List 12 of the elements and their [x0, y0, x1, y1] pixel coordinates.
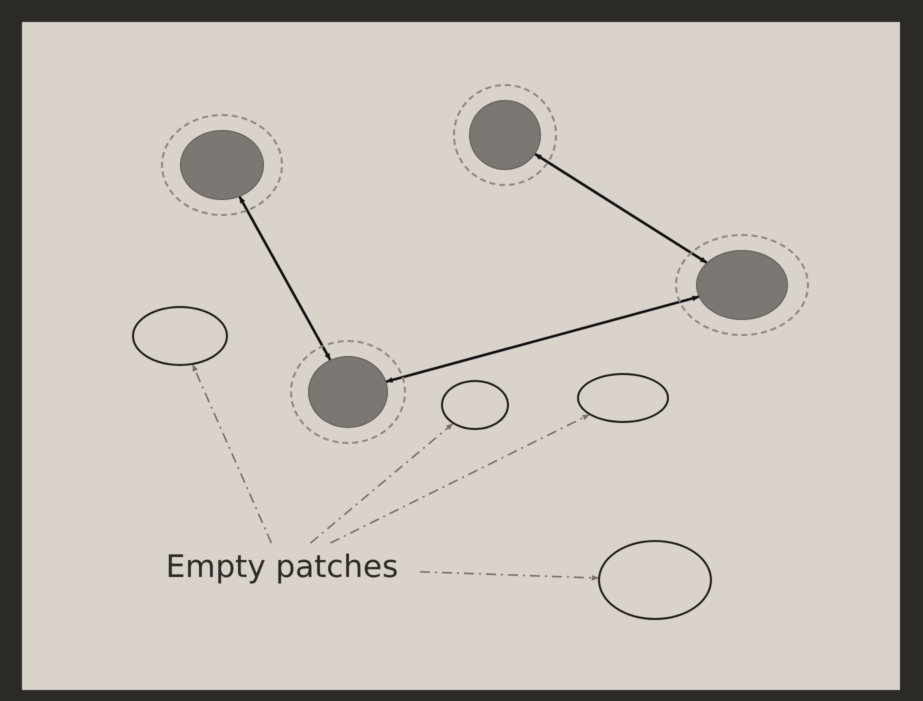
dash-dot-arrow — [330, 414, 590, 544]
annotation-text: Empty patches — [144, 543, 420, 591]
empty-ellipse — [577, 373, 669, 423]
double-arrow — [534, 153, 708, 264]
double-arrow — [386, 296, 700, 383]
empty-ellipse — [441, 380, 509, 430]
dash-dot-arrow — [420, 571, 599, 581]
dash-dot-arrow — [310, 423, 454, 544]
dash-dot-arrow — [192, 364, 272, 544]
empty-ellipse — [132, 306, 228, 366]
double-arrow — [238, 196, 332, 360]
empty-ellipse — [598, 540, 712, 620]
